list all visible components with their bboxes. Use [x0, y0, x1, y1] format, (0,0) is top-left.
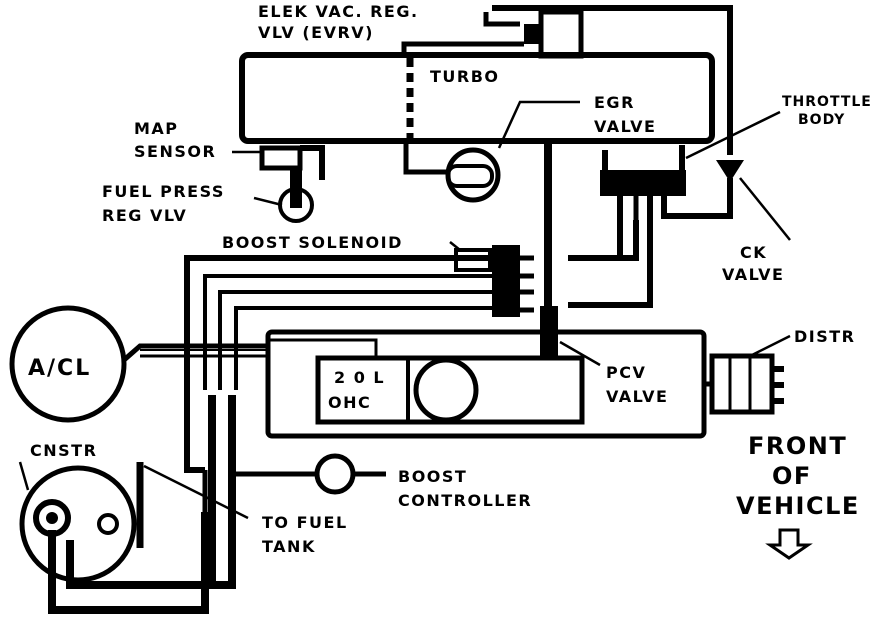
- label-distr: DISTR: [794, 327, 856, 346]
- fuel-tank-leader: [143, 464, 249, 520]
- evrv-valve: [401, 5, 733, 155]
- label-front-2: OF: [772, 462, 812, 490]
- label-acl: A/CL: [28, 356, 91, 381]
- check-valve: [716, 160, 791, 241]
- front-arrow-icon: [765, 528, 813, 560]
- charcoal-canister: [18, 395, 236, 614]
- label-boost-controller-1: BOOST: [398, 467, 467, 486]
- egr-valve: [403, 100, 580, 203]
- boost-solenoid: [449, 241, 534, 317]
- label-throttle-1: THROTTLE: [782, 94, 872, 110]
- pcv-valve: [540, 306, 601, 367]
- label-ck-1: CK: [740, 243, 767, 262]
- label-egr-1: EGR: [594, 93, 635, 112]
- distributor: [704, 334, 791, 415]
- label-pcv-2: VALVE: [606, 387, 668, 406]
- label-fuel-press-2: REG VLV: [102, 206, 187, 225]
- label-boost-controller-2: CONTROLLER: [398, 491, 532, 510]
- label-front-1: FRONT: [748, 432, 847, 460]
- throttle-body: [568, 110, 781, 308]
- map-sensor: [232, 145, 325, 180]
- label-fuel-tank-2: TANK: [262, 537, 316, 556]
- label-map-2: SENSOR: [134, 142, 216, 161]
- label-engine-2: OHC: [328, 393, 371, 412]
- boost-controller: [232, 453, 386, 495]
- label-turbo: TURBO: [430, 67, 500, 86]
- label-map-1: MAP: [134, 119, 179, 138]
- label-boost-solenoid: BOOST SOLENOID: [222, 233, 403, 252]
- label-cnstr: CNSTR: [30, 441, 97, 460]
- label-pcv-1: PCV: [606, 363, 646, 382]
- turbo-plenum: [239, 52, 715, 144]
- label-evrv-2: VLV (EVRV): [258, 23, 374, 42]
- label-fuel-tank-1: TO FUEL: [262, 513, 348, 532]
- label-front-3: VEHICLE: [736, 492, 860, 520]
- label-evrv-1: ELEK VAC. REG.: [258, 2, 419, 21]
- label-fuel-press-1: FUEL PRESS: [102, 182, 225, 201]
- label-egr-2: VALVE: [594, 117, 656, 136]
- label-engine-1: 2 0 L: [334, 368, 385, 387]
- air-cleaner: [9, 305, 378, 423]
- fuel-pressure-regulator-valve: [253, 168, 314, 223]
- label-throttle-2: BODY: [798, 112, 845, 128]
- label-ck-2: VALVE: [722, 265, 784, 284]
